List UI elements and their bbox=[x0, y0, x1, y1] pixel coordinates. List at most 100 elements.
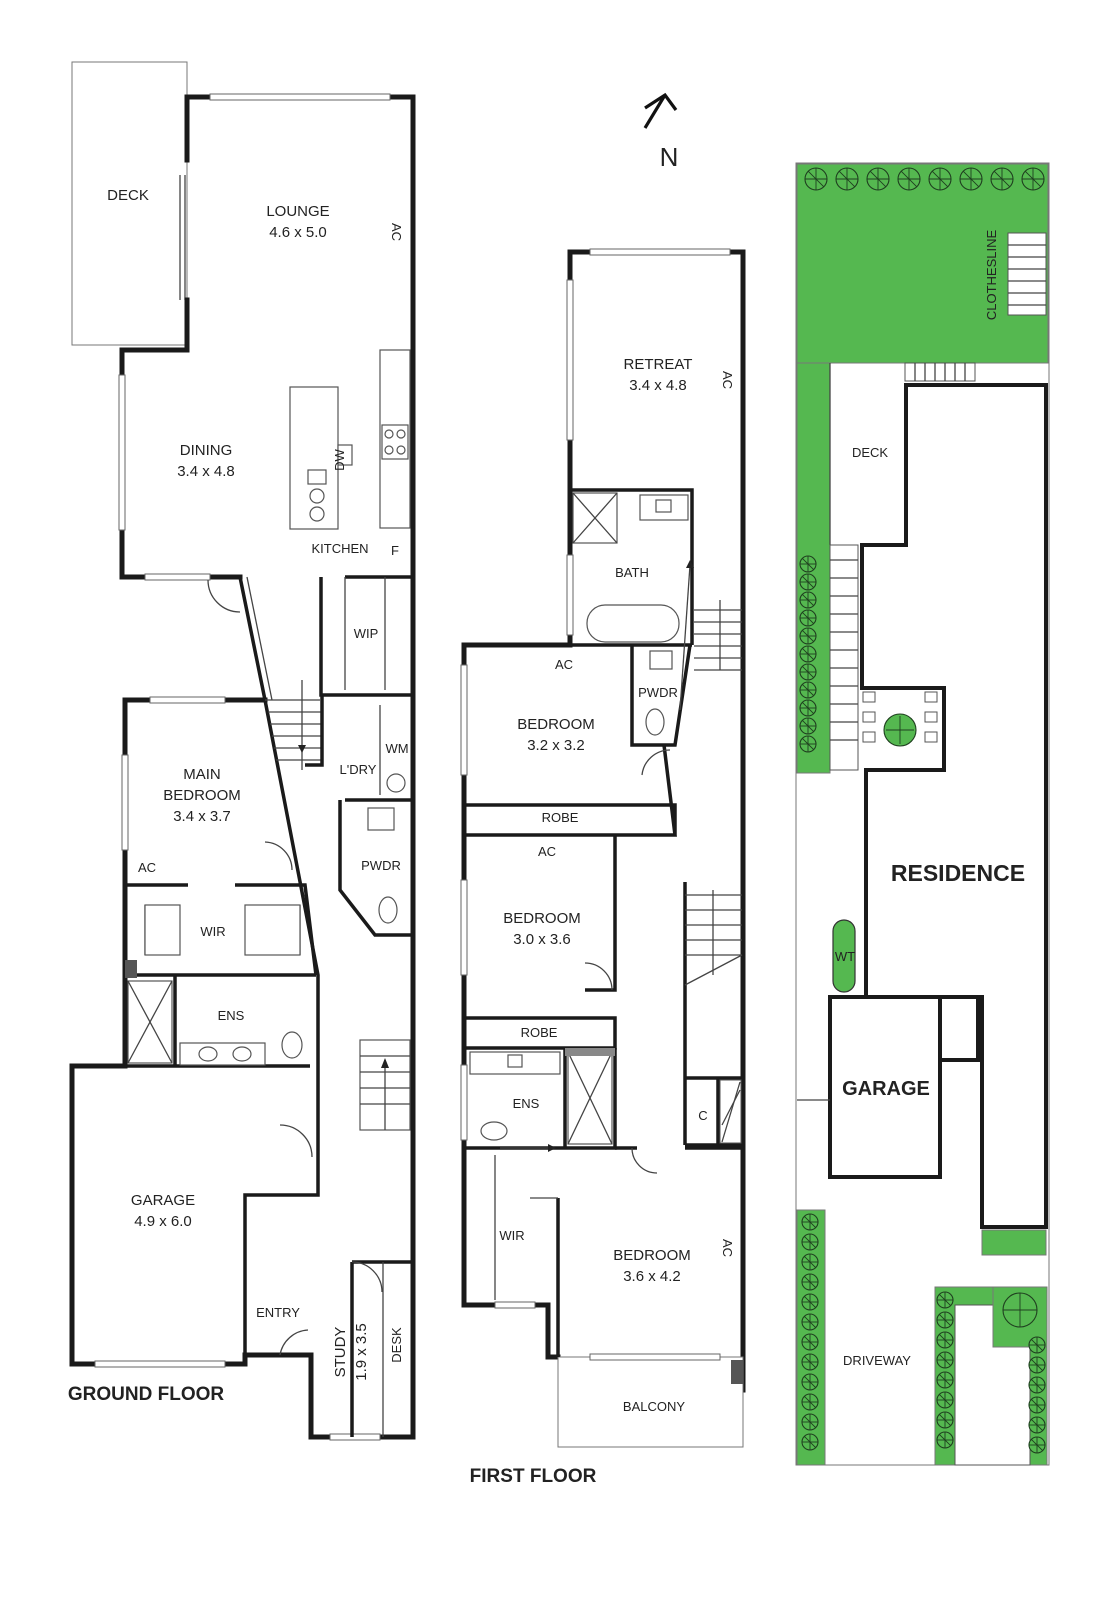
tree-icon bbox=[866, 167, 890, 191]
tree-icon bbox=[801, 1233, 819, 1251]
dim-study: 1.9 x 3.5 bbox=[353, 1323, 370, 1381]
tree-icon bbox=[936, 1291, 954, 1309]
tree-icon bbox=[801, 1293, 819, 1311]
tree-icon bbox=[936, 1391, 954, 1409]
dim-main-bedroom: 3.4 x 3.7 bbox=[173, 808, 231, 825]
label-kitchen: KITCHEN bbox=[311, 541, 368, 556]
label-site-garage: GARAGE bbox=[842, 1078, 930, 1100]
tree-icon bbox=[801, 1413, 819, 1431]
tree-icon bbox=[799, 699, 817, 717]
tree-icon bbox=[801, 1353, 819, 1371]
label-main-bedroom-2: BEDROOM bbox=[163, 787, 241, 804]
tree-icon bbox=[990, 167, 1014, 191]
tree-icon bbox=[897, 167, 921, 191]
label-entry: ENTRY bbox=[256, 1305, 300, 1320]
tree-icon bbox=[799, 717, 817, 735]
tree-icon bbox=[799, 735, 817, 753]
tree-icon bbox=[936, 1431, 954, 1449]
tree-icon bbox=[801, 1433, 819, 1451]
tree-icon bbox=[936, 1331, 954, 1349]
label-ac-main-bed: AC bbox=[138, 860, 156, 875]
tree-icon bbox=[1028, 1356, 1046, 1374]
tree-icon bbox=[804, 167, 828, 191]
dim-lounge: 4.6 x 5.0 bbox=[269, 224, 327, 241]
tree-icon bbox=[936, 1411, 954, 1429]
tree-icon bbox=[936, 1311, 954, 1329]
tree-icon bbox=[936, 1351, 954, 1369]
label-dw: DW bbox=[332, 448, 347, 470]
label-ensuite-ground: ENS bbox=[218, 1008, 245, 1023]
ground-stair-2 bbox=[359, 1039, 411, 1131]
label-study: STUDY bbox=[332, 1327, 349, 1378]
tree-icon bbox=[1021, 167, 1045, 191]
label-ac: AC bbox=[389, 223, 404, 241]
label-deck: DECK bbox=[107, 187, 149, 204]
ground-floor-plan bbox=[69, 61, 416, 1441]
label-fridge: F bbox=[391, 543, 399, 558]
label-bath: BATH bbox=[615, 565, 649, 580]
dim-bedroom1: 3.2 x 3.2 bbox=[527, 737, 585, 754]
tree-icon bbox=[801, 1273, 819, 1291]
label-retreat: RETREAT bbox=[624, 356, 693, 373]
label-laundry: L'DRY bbox=[340, 762, 377, 777]
tree-icon bbox=[799, 591, 817, 609]
label-wir-first: WIR bbox=[499, 1228, 524, 1243]
tree-icon bbox=[799, 555, 817, 573]
label-cupboard: C bbox=[698, 1108, 707, 1123]
label-bedroom2: BEDROOM bbox=[503, 910, 581, 927]
label-garage-ground: GARAGE bbox=[131, 1192, 195, 1209]
water-tank bbox=[832, 919, 856, 993]
dim-dining: 3.4 x 4.8 bbox=[177, 463, 235, 480]
heading-first-floor: FIRST FLOOR bbox=[470, 1466, 597, 1487]
label-ac-bedroom3: AC bbox=[720, 1239, 735, 1257]
ground-stair bbox=[265, 680, 322, 770]
first-stair-upper bbox=[694, 600, 742, 671]
label-wm: WM bbox=[385, 741, 408, 756]
backyard-lawn bbox=[796, 163, 1049, 364]
label-clothesline: CLOTHESLINE bbox=[984, 230, 999, 321]
first-floor-plan bbox=[460, 248, 746, 1448]
tree-icon bbox=[835, 167, 859, 191]
tree-icon bbox=[1028, 1416, 1046, 1434]
label-balcony: BALCONY bbox=[623, 1399, 685, 1414]
label-powder-first: PWDR bbox=[638, 685, 678, 700]
tree-icon bbox=[1028, 1376, 1046, 1394]
tree-icon bbox=[799, 573, 817, 591]
label-ac-retreat: AC bbox=[720, 371, 735, 389]
dim-bedroom3: 3.6 x 4.2 bbox=[623, 1268, 681, 1285]
dim-retreat: 3.4 x 4.8 bbox=[629, 377, 687, 394]
residence-footprint bbox=[860, 383, 1048, 1229]
label-lounge: LOUNGE bbox=[266, 203, 329, 220]
label-desk: DESK bbox=[389, 1327, 404, 1363]
label-robe1: ROBE bbox=[542, 810, 579, 825]
tree-icon bbox=[1028, 1396, 1046, 1414]
label-wir-ground: WIR bbox=[200, 924, 225, 939]
label-wip: WIP bbox=[354, 626, 379, 641]
tree-icon bbox=[801, 1373, 819, 1391]
label-dining: DINING bbox=[180, 442, 233, 459]
tree-icon bbox=[959, 167, 983, 191]
label-water-tank: WT bbox=[835, 949, 855, 964]
label-bedroom1: BEDROOM bbox=[517, 716, 595, 733]
tree-icon bbox=[801, 1333, 819, 1351]
tree-icon bbox=[799, 627, 817, 645]
tree-icon bbox=[801, 1253, 819, 1271]
tree-icon bbox=[799, 609, 817, 627]
tree-icon bbox=[799, 663, 817, 681]
label-robe2: ROBE bbox=[521, 1025, 558, 1040]
tree-icon bbox=[1028, 1336, 1046, 1354]
first-outer-wall bbox=[461, 249, 746, 1393]
tree-icon bbox=[928, 167, 952, 191]
tree-icon bbox=[936, 1371, 954, 1389]
tree-icon bbox=[801, 1393, 819, 1411]
tree-icon bbox=[801, 1213, 819, 1231]
north-arrow-icon bbox=[643, 92, 678, 129]
tree-icon bbox=[801, 1313, 819, 1331]
label-ensuite-first: ENS bbox=[513, 1096, 540, 1111]
label-residence: RESIDENCE bbox=[891, 860, 1025, 886]
tree-icon bbox=[799, 681, 817, 699]
dim-garage-ground: 4.9 x 6.0 bbox=[134, 1213, 192, 1230]
label-main-bedroom-1: MAIN bbox=[183, 766, 221, 783]
dim-bedroom2: 3.0 x 3.6 bbox=[513, 931, 571, 948]
